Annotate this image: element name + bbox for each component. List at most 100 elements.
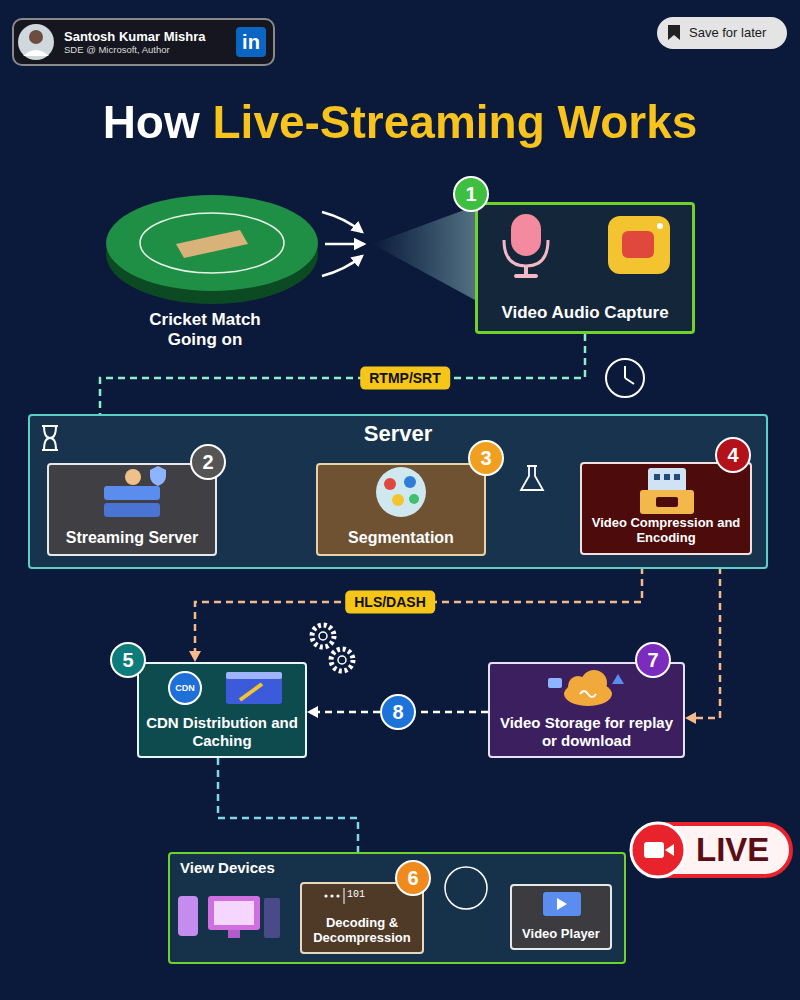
page-title: How Live-Streaming Works xyxy=(103,96,698,149)
process-box: Streaming Server xyxy=(47,463,217,556)
avatar xyxy=(23,50,49,56)
browser-icon xyxy=(240,684,262,700)
player-icon xyxy=(543,892,581,916)
cloud-storage-icon xyxy=(580,691,596,697)
node-text: Streaming Server xyxy=(66,528,199,547)
dashed-line xyxy=(195,555,642,651)
decoding-dots xyxy=(344,888,345,904)
camera-icon xyxy=(608,216,670,274)
camera-icon xyxy=(622,231,654,258)
decoding-dots xyxy=(330,894,333,897)
device-icons xyxy=(264,898,280,938)
cloud-storage-icon xyxy=(564,682,612,706)
compression-icon xyxy=(640,468,694,514)
capture-arrows xyxy=(322,256,362,276)
avatar xyxy=(18,24,54,60)
callout-number: 7 xyxy=(635,642,671,678)
device-icons xyxy=(208,896,260,930)
microphone-icon xyxy=(524,266,528,274)
microphone-icon xyxy=(514,274,538,278)
device-icons xyxy=(178,896,280,938)
linkedin-logo: in xyxy=(236,27,266,57)
flask-icon xyxy=(521,466,543,490)
compression-icon xyxy=(640,490,694,514)
capture-arrows xyxy=(322,212,364,276)
segmentation-icon xyxy=(376,467,426,517)
connector xyxy=(189,555,642,662)
icon-text: 101 xyxy=(347,889,387,901)
device-icons xyxy=(178,896,198,936)
gears-icon xyxy=(338,656,346,664)
compression-icon xyxy=(654,474,660,480)
server-band: ServerStreaming ServerSegmentationVideo … xyxy=(28,414,768,569)
live-camera-badge xyxy=(631,823,685,877)
icon-text: CDN xyxy=(175,683,195,694)
node-text: Video Storage for replay or download xyxy=(496,714,677,750)
gears-icon xyxy=(312,625,334,647)
segmentation-icon xyxy=(376,467,426,517)
streaming-server-icon xyxy=(150,466,166,486)
node-subtext: SDE @ Microsoft, Author xyxy=(64,44,170,55)
callout-number: 8 xyxy=(380,694,416,730)
streaming-server-icon xyxy=(125,469,141,485)
capture-arrows xyxy=(325,243,364,246)
gears-icon xyxy=(312,625,353,671)
cricket-field xyxy=(106,195,318,291)
empty-circle xyxy=(445,867,487,909)
segmentation-icon xyxy=(409,494,419,504)
streaming-server-icon xyxy=(104,503,160,517)
cdn-icon xyxy=(169,672,201,704)
arrow-head xyxy=(189,651,201,662)
light-beam xyxy=(372,206,475,300)
live-pill: LIVE xyxy=(630,822,793,878)
empty-circle xyxy=(445,867,487,909)
process-box: CDN Distribution and Caching xyxy=(137,662,307,758)
microphone-icon xyxy=(504,240,548,266)
title-area: How Live-Streaming Works xyxy=(0,96,800,149)
compression-icon xyxy=(674,474,680,480)
decoding-dots xyxy=(324,894,327,897)
compression-icon xyxy=(664,474,670,480)
clock-icon xyxy=(606,359,644,397)
decoding-dots xyxy=(336,894,339,897)
node-text: Video Player xyxy=(522,926,600,942)
light-beam xyxy=(372,206,475,300)
node-text: Server xyxy=(364,421,433,447)
connector xyxy=(685,555,720,724)
segmentation-icon xyxy=(384,478,396,490)
device-icons xyxy=(214,901,254,925)
microphone-icon xyxy=(511,214,541,256)
hourglass-icon xyxy=(42,426,58,450)
cloud-storage-icon xyxy=(548,678,562,688)
cricket-field xyxy=(176,230,248,258)
save-button: Save for later xyxy=(657,17,787,49)
live-camera-badge xyxy=(665,844,674,856)
streaming-server-icon xyxy=(104,466,166,517)
node-text: View Devices xyxy=(180,859,275,877)
cricket-field xyxy=(106,204,318,304)
callout-number: 1 xyxy=(453,176,489,212)
cricket-field xyxy=(106,195,318,304)
node-text: Save for later xyxy=(689,25,766,41)
compression-icon xyxy=(648,468,686,498)
node-text: Video Compression and Encoding xyxy=(588,515,744,546)
callout-number: 2 xyxy=(190,444,226,480)
avatar xyxy=(29,30,43,44)
flask-icon xyxy=(521,466,543,490)
clock-icon xyxy=(606,359,644,397)
callout-number: 5 xyxy=(110,642,146,678)
callout-number: 4 xyxy=(715,437,751,473)
cloud-storage-icon xyxy=(548,670,624,706)
cloud-storage-icon xyxy=(568,676,588,696)
browser-icon xyxy=(226,672,282,704)
segmentation-icon xyxy=(392,494,404,506)
avatar xyxy=(18,24,54,60)
bookmark-icon xyxy=(668,25,680,40)
player-icon xyxy=(557,898,567,910)
live-camera-badge xyxy=(644,842,664,858)
decoding-dots xyxy=(324,888,344,904)
gears-icon xyxy=(331,649,353,671)
